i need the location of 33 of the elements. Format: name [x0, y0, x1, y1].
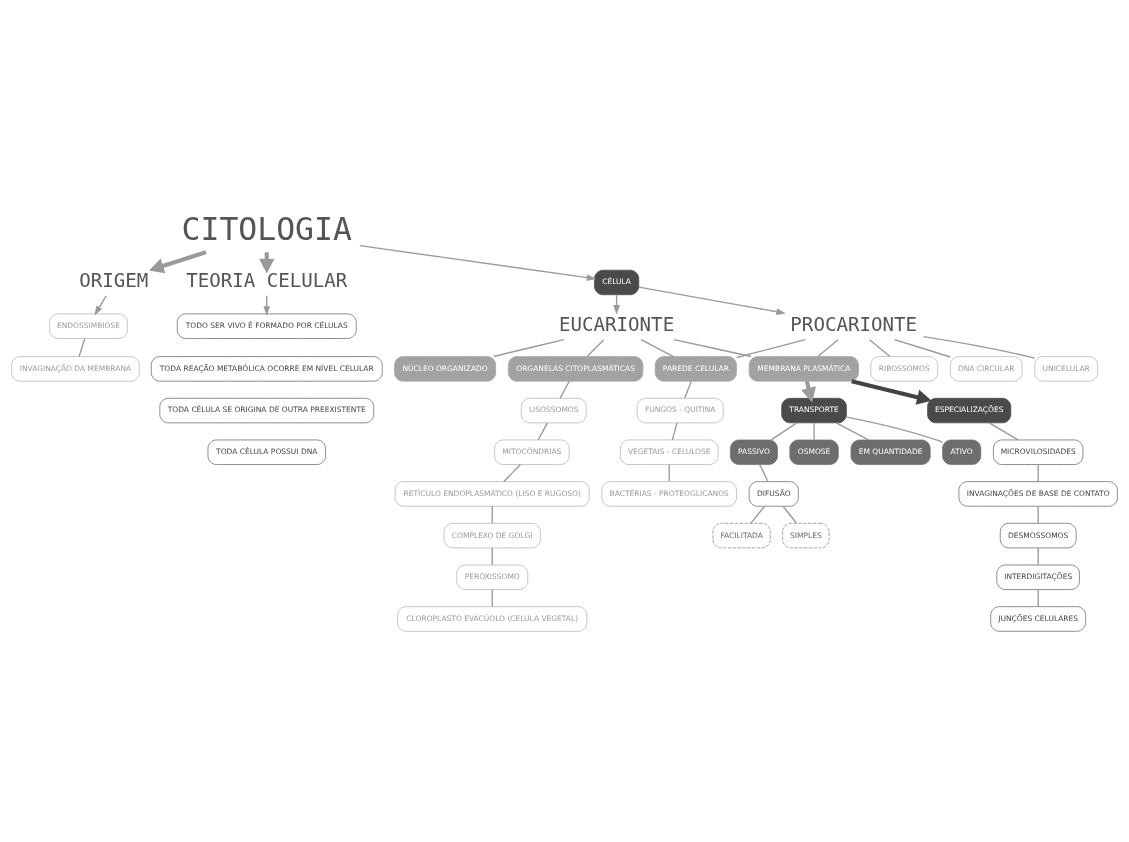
connector [817, 338, 839, 357]
connector [671, 421, 678, 440]
connector [813, 421, 815, 440]
connector [559, 380, 570, 399]
connector [684, 380, 692, 399]
node-text: CITOLOGIA [181, 210, 352, 247]
connector [537, 421, 549, 440]
connector [736, 338, 806, 358]
connector [922, 335, 1036, 359]
node-text: TEORIA CELULAR [186, 268, 348, 292]
arrow [638, 285, 786, 315]
node-text: EUCARIONTE [559, 312, 675, 336]
connector [640, 338, 675, 357]
connector [770, 421, 798, 441]
connector [868, 338, 891, 357]
arrow [359, 244, 597, 281]
connector [503, 463, 522, 482]
connector [586, 338, 605, 357]
arrow [851, 378, 932, 405]
connector [835, 421, 870, 441]
connector [893, 338, 952, 358]
arrow [149, 249, 207, 273]
connector [988, 421, 1019, 441]
node-text: PROCARIONTE [790, 312, 918, 336]
arrow [94, 294, 107, 315]
node-text: ORIGEM [79, 268, 149, 292]
connector [759, 463, 769, 482]
connector [782, 505, 798, 524]
connector [673, 338, 752, 357]
connector [750, 505, 766, 524]
connector [78, 337, 86, 357]
connector [846, 415, 944, 443]
connector [492, 338, 565, 357]
